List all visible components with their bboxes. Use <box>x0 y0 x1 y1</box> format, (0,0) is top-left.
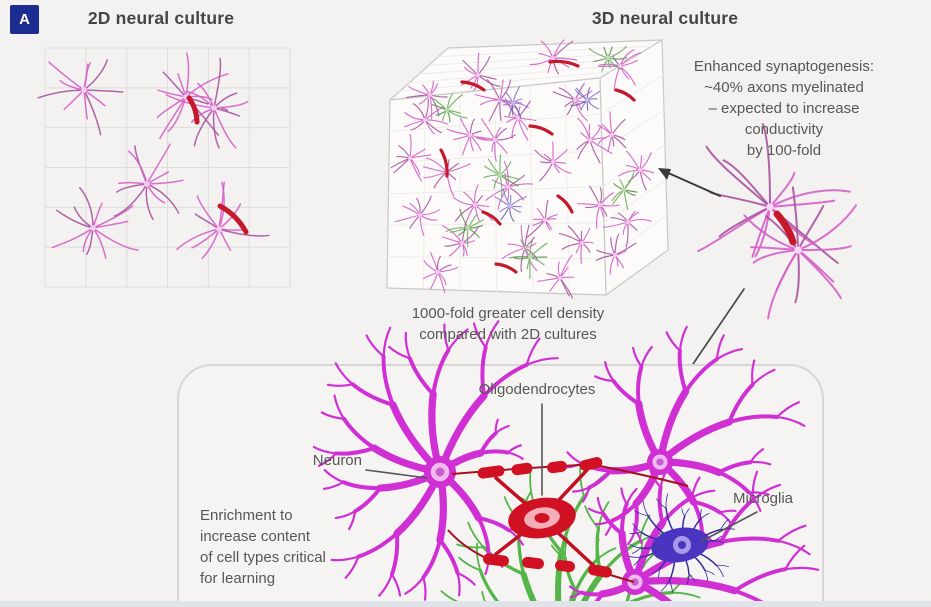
callout-enrichment: Enrichment to increase content of cell t… <box>200 507 326 587</box>
image-bottom-edge <box>0 601 931 607</box>
title-3d-culture: 3D neural culture <box>591 8 739 28</box>
panel-letter-badge: A <box>10 5 39 34</box>
label-microglia: Microglia <box>733 490 794 507</box>
label-oligodendrocytes: Oligodendrocytes <box>478 381 596 398</box>
title-2d-culture: 2D neural culture <box>87 8 235 28</box>
callout-cell-density: 1000-fold greater cell density compared … <box>411 305 605 343</box>
callout-synaptogenesis: Enhanced synaptogenesis: ~40% axons myel… <box>693 58 875 159</box>
label-neuron: Neuron <box>312 452 362 469</box>
